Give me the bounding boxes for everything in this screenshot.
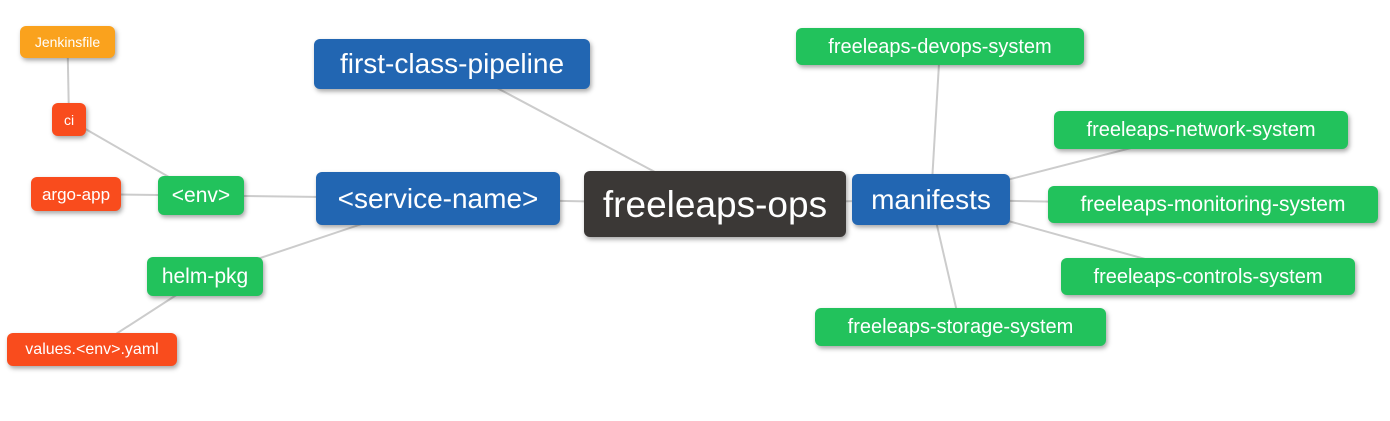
mindmap-node-storage-system[interactable]: freeleaps-storage-system [815, 308, 1106, 346]
mindmap-node-ci[interactable]: ci [52, 103, 86, 136]
mindmap-node-devops-system[interactable]: freeleaps-devops-system [796, 28, 1084, 65]
mindmap-node-jenkinsfile[interactable]: Jenkinsfile [20, 26, 115, 58]
mindmap-node-argo-app[interactable]: argo-app [31, 177, 121, 211]
mindmap-node-service-name[interactable]: <service-name> [316, 172, 560, 225]
mindmap-node-first-class-pipeline[interactable]: first-class-pipeline [314, 39, 590, 89]
mindmap-node-freeleaps-ops[interactable]: freeleaps-ops [584, 171, 846, 237]
mindmap-node-manifests[interactable]: manifests [852, 174, 1010, 225]
mindmap-node-env[interactable]: <env> [158, 176, 244, 215]
mindmap-node-network-system[interactable]: freeleaps-network-system [1054, 111, 1348, 149]
mindmap-node-helm-pkg[interactable]: helm-pkg [147, 257, 263, 296]
mindmap-node-monitoring-system[interactable]: freeleaps-monitoring-system [1048, 186, 1378, 223]
mindmap-node-values-env-yaml[interactable]: values.<env>.yaml [7, 333, 177, 366]
mindmap-node-controls-system[interactable]: freeleaps-controls-system [1061, 258, 1355, 295]
